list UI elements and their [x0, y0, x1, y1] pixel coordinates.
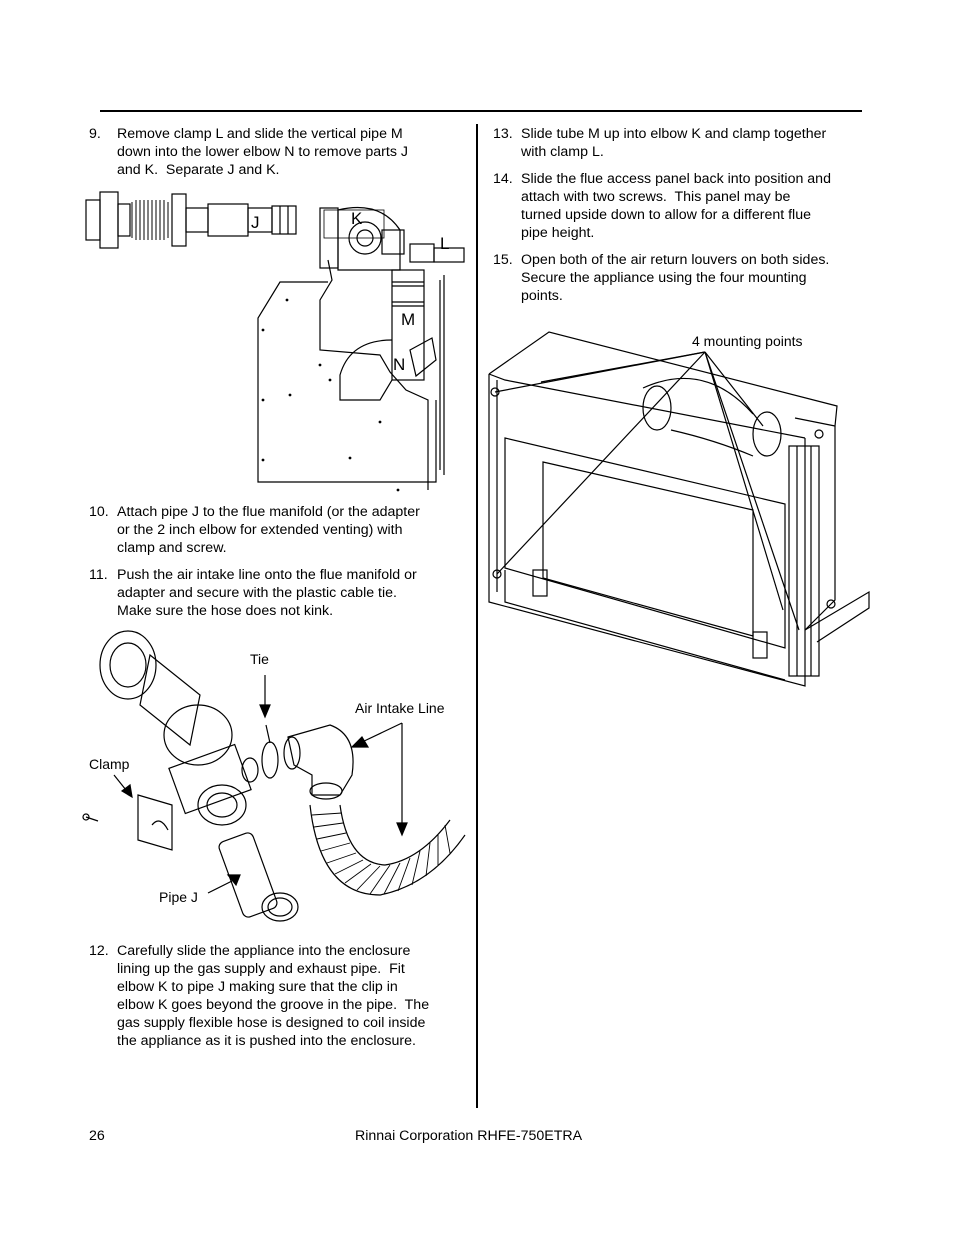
label-j: J — [251, 213, 260, 232]
step-10-number: 10. — [89, 504, 109, 520]
label-air-intake-line: Air Intake Line — [355, 700, 445, 716]
figure-air-intake — [82, 630, 466, 922]
label-n: N — [393, 355, 406, 374]
step-14-text: Slide the flue access panel back into po… — [521, 171, 831, 241]
step-13-number: 13. — [493, 126, 513, 142]
step-9-text: Remove clamp L and slide the vertical pi… — [117, 126, 408, 178]
step-9-number: 9. — [89, 126, 101, 142]
label-k: K — [351, 209, 363, 228]
page-number: 26 — [89, 1128, 105, 1144]
label-l: L — [440, 234, 450, 253]
step-12-number: 12. — [89, 943, 109, 959]
label-tie: Tie — [250, 651, 269, 667]
step-12-text: Carefully slide the appliance into the e… — [117, 943, 430, 1049]
label-clamp: Clamp — [89, 756, 130, 772]
label-m: M — [401, 310, 416, 329]
step-10-text: Attach pipe J to the flue manifold (or t… — [117, 504, 420, 556]
footer-title: Rinnai Corporation RHFE-750ETRA — [355, 1128, 583, 1144]
figure-appliance-mounting — [488, 331, 870, 687]
step-11-number: 11. — [89, 567, 108, 583]
figure-vent-assembly — [85, 191, 465, 492]
header-rule — [100, 110, 862, 112]
column-divider — [476, 124, 478, 1108]
step-14-number: 14. — [493, 171, 513, 187]
step-15-text: Open both of the air return louvers on b… — [521, 252, 830, 304]
label-pipe-j: Pipe J — [159, 889, 198, 905]
label-mounting-points: 4 mounting points — [692, 333, 803, 349]
step-13-text: Slide tube M up into elbow K and clamp t… — [521, 126, 827, 160]
step-11-text: Push the air intake line onto the flue m… — [117, 567, 417, 619]
step-15-number: 15. — [493, 252, 513, 268]
